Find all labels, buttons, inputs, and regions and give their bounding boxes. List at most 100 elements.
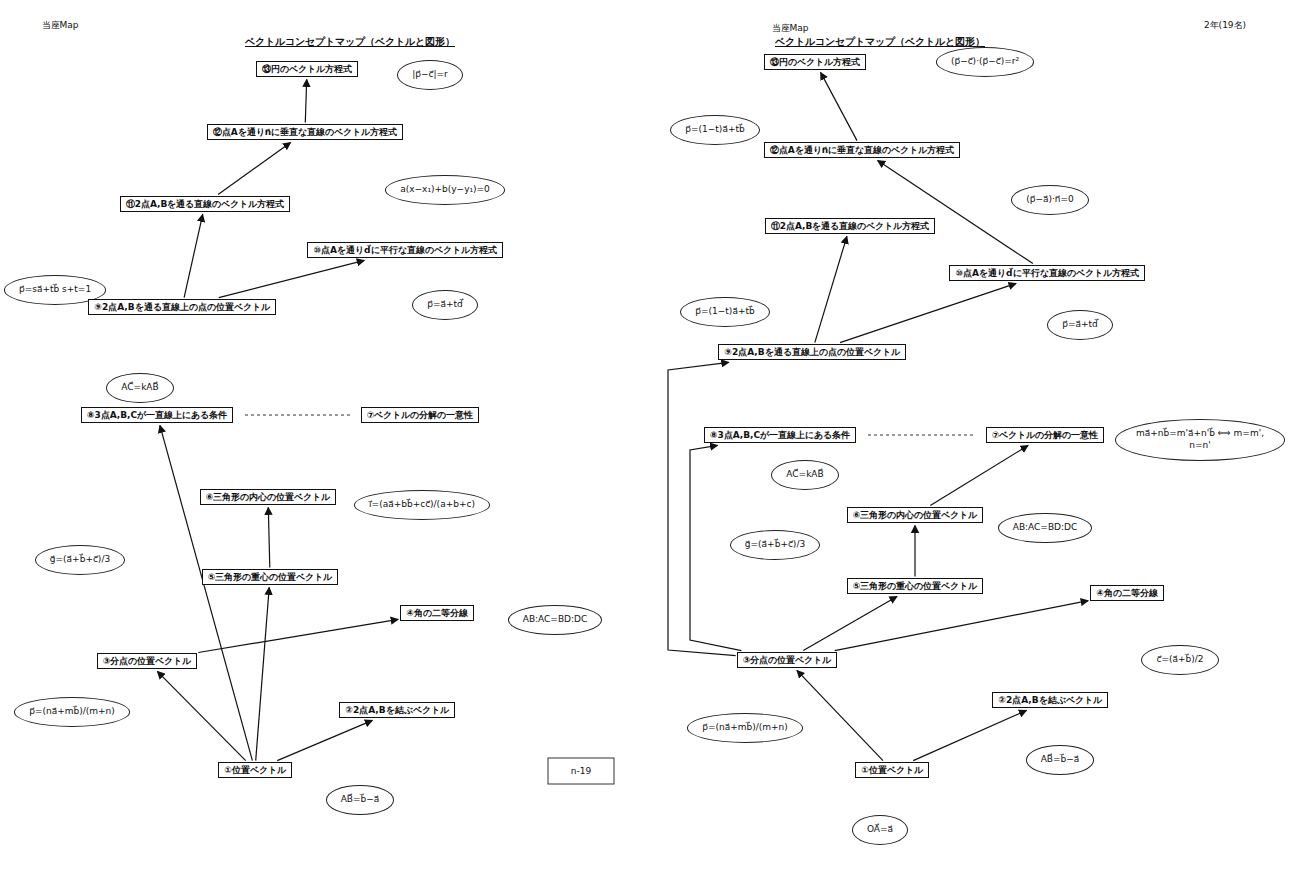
concept-box: ⑫点Aを通りn⃗に垂直な直線のベクトル方程式 bbox=[207, 124, 403, 141]
concept-box: ④角の二等分線 bbox=[400, 605, 474, 622]
concept-label: ②2点A,Bを結ぶベクトル bbox=[998, 695, 1101, 706]
formula-text: (p⃗−c⃗)·(p⃗−c⃗)=r² bbox=[951, 56, 1019, 68]
formula-text: p⃗=(na⃗+mb⃗)/(m+n) bbox=[29, 706, 115, 718]
formula-text: OA⃗=a⃗ bbox=[867, 824, 893, 836]
concept-label: ④角の二等分線 bbox=[406, 608, 468, 619]
concept-box: ⑥三角形の内心の位置ベクトル bbox=[847, 507, 984, 524]
arrow-connector bbox=[930, 445, 1028, 505]
dashed-divider bbox=[868, 435, 975, 436]
concept-label: ④角の二等分線 bbox=[1096, 588, 1158, 599]
formula-text: p⃗=(na⃗+mb⃗)/(m+n) bbox=[702, 722, 788, 734]
arrow-connector bbox=[305, 79, 306, 122]
concept-box: ③分点の位置ベクトル bbox=[97, 653, 198, 670]
formula-bubble: (p⃗−a⃗)·n⃗=0 bbox=[1011, 185, 1089, 215]
arrow-connector bbox=[840, 283, 1016, 342]
arrow-connector bbox=[268, 507, 270, 567]
dashed-divider bbox=[245, 415, 350, 416]
concept-box: ②2点A,Bを結ぶベクトル bbox=[992, 692, 1107, 709]
formula-bubble: AB⃗=b⃗−a⃗ bbox=[1026, 745, 1095, 775]
arrow-connector bbox=[218, 142, 291, 194]
formula-bubble: AB:AC=BD:DC bbox=[998, 513, 1093, 543]
concept-label: ⑥三角形の内心の位置ベクトル bbox=[853, 510, 978, 521]
concept-label: ⑥三角形の内心の位置ベクトル bbox=[206, 492, 331, 503]
arrow-connector bbox=[198, 619, 398, 652]
map-title: ベクトルコンセプトマップ（ベクトルと図形） bbox=[775, 35, 985, 49]
formula-bubble: p⃗=(na⃗+mb⃗)/(m+n) bbox=[687, 713, 803, 743]
formula-text: p⃗=(1−t)a⃗+tb⃗ bbox=[685, 124, 744, 136]
concept-label: ⑪2点A,Bを通る直線のベクトル方程式 bbox=[126, 199, 285, 210]
formula-text: p⃗=sa⃗+tb⃗ s+t=1 bbox=[19, 284, 91, 296]
arrow-connector bbox=[803, 596, 897, 650]
formula-bubble: ma⃗+nb⃗=m'a⃗+n'b⃗ ⟺ m=m', n=n' bbox=[1115, 419, 1285, 460]
arrow-connector bbox=[184, 214, 203, 297]
concept-box: ⑬円のベクトル方程式 bbox=[256, 61, 358, 78]
class-note: 2年(19名) bbox=[1204, 19, 1246, 32]
concept-label: ⑫点Aを通りn⃗に垂直な直線のベクトル方程式 bbox=[770, 145, 954, 156]
formula-bubble: OA⃗=a⃗ bbox=[852, 815, 908, 845]
concept-box: ④角の二等分線 bbox=[1090, 585, 1164, 602]
formula-text: AB:AC=BD:DC bbox=[523, 614, 588, 626]
formula-text: AC⃗=kAB⃗ bbox=[121, 382, 158, 394]
concept-box: ⑤三角形の重心の位置ベクトル bbox=[202, 569, 339, 586]
arrow-connector bbox=[815, 236, 847, 342]
concept-box: ⑤三角形の重心の位置ベクトル bbox=[847, 578, 984, 595]
formula-bubble: |p⃗−c⃗|=r bbox=[397, 60, 463, 90]
arrow-connector bbox=[914, 525, 915, 576]
concept-box: ⑩点Aを通りd⃗に平行な直線のベクトル方程式 bbox=[307, 242, 502, 259]
formula-text: c⃗=(a⃗+b⃗)/2 bbox=[1156, 654, 1203, 666]
concept-label: ⑤三角形の重心の位置ベクトル bbox=[208, 572, 333, 583]
concept-box: ⑬円のベクトル方程式 bbox=[764, 54, 866, 71]
concept-label: ②2点A,Bを結ぶベクトル bbox=[345, 705, 448, 716]
arrow-connector bbox=[878, 160, 1033, 263]
concept-label: ⑨2点A,Bを通る直線上の点の位置ベクトル bbox=[724, 347, 899, 358]
formula-text: g⃗=(a⃗+b⃗+c⃗)/3 bbox=[745, 539, 805, 551]
arrow-connector bbox=[256, 587, 270, 760]
formula-text: g⃗=(a⃗+b⃗+c⃗)/3 bbox=[50, 554, 110, 566]
formula-text: i⃗=(aa⃗+bb⃗+cc⃗)/(a+b+c) bbox=[369, 499, 475, 511]
arrow-connector bbox=[797, 670, 883, 760]
formula-bubble: AC⃗=kAB⃗ bbox=[771, 460, 838, 490]
concept-box: ③分点の位置ベクトル bbox=[737, 652, 838, 669]
formula-bubble: AB:AC=BD:DC bbox=[508, 605, 603, 635]
formula-text: AB⃗=b⃗−a⃗ bbox=[341, 794, 380, 806]
concept-box: ⑨2点A,Bを通る直線上の点の位置ベクトル bbox=[88, 299, 275, 316]
hand-note: 当座Map bbox=[42, 19, 79, 32]
concept-label: ⑩点Aを通りd⃗に平行な直線のベクトル方程式 bbox=[313, 245, 496, 256]
concept-label: ⑦ベクトルの分解の一意性 bbox=[992, 430, 1099, 441]
formula-text: p⃗=a⃗+td⃗ bbox=[1062, 319, 1098, 331]
formula-bubble: i⃗=(aa⃗+bb⃗+cc⃗)/(a+b+c) bbox=[354, 490, 490, 520]
concept-box: ⑥三角形の内心の位置ベクトル bbox=[200, 489, 337, 506]
arrow-connector bbox=[913, 710, 1026, 760]
concept-box: ⑧3点A,B,Cが一直線上にある条件 bbox=[81, 407, 233, 424]
concept-box: ⑦ベクトルの分解の一意性 bbox=[361, 407, 480, 424]
concept-box: ⑧3点A,B,Cが一直線上にある条件 bbox=[704, 427, 856, 444]
formula-text: p⃗=(1−t)a⃗+tb⃗ bbox=[695, 306, 754, 318]
concept-label: ⑧3点A,B,Cが一直線上にある条件 bbox=[87, 410, 227, 421]
formula-text: AB⃗=b⃗−a⃗ bbox=[1041, 754, 1080, 766]
concept-box: ⑪2点A,Bを通る直線のベクトル方程式 bbox=[765, 218, 936, 235]
arrow-connector bbox=[157, 671, 245, 760]
arrow-connector bbox=[160, 425, 253, 760]
concept-label: ⑨2点A,Bを通る直線上の点の位置ベクトル bbox=[94, 302, 269, 313]
concept-label: ⑫点Aを通りn⃗に垂直な直線のベクトル方程式 bbox=[213, 127, 397, 138]
concept-box: ①位置ベクトル bbox=[855, 762, 929, 779]
arrow-connector bbox=[821, 72, 857, 140]
concept-box: ①位置ベクトル bbox=[218, 762, 292, 779]
concept-label: ⑬円のベクトル方程式 bbox=[770, 57, 860, 68]
concept-label: ①位置ベクトル bbox=[861, 765, 923, 776]
formula-bubble: (p⃗−c⃗)·(p⃗−c⃗)=r² bbox=[936, 47, 1034, 77]
formula-text: p⃗=a⃗+td⃗ bbox=[427, 299, 463, 311]
formula-bubble: p⃗=a⃗+td⃗ bbox=[1047, 310, 1113, 340]
formula-text: |p⃗−c⃗|=r bbox=[412, 69, 448, 81]
formula-text: ma⃗+nb⃗=m'a⃗+n'b⃗ ⟺ m=m', n=n' bbox=[1130, 428, 1270, 451]
concept-box: ②2点A,Bを結ぶベクトル bbox=[339, 702, 454, 719]
formula-bubble: AC⃗=kAB⃗ bbox=[106, 373, 173, 403]
concept-box: ⑫点Aを通りn⃗に垂直な直線のベクトル方程式 bbox=[764, 142, 960, 159]
arrow-connector bbox=[668, 362, 736, 655]
concept-label: ③分点の位置ベクトル bbox=[103, 656, 192, 667]
formula-bubble: c⃗=(a⃗+b⃗)/2 bbox=[1141, 645, 1218, 675]
formula-text: a(x−x₁)+b(y−y₁)=0 bbox=[400, 184, 490, 196]
formula-text: (p⃗−a⃗)·n⃗=0 bbox=[1026, 194, 1074, 206]
formula-bubble: p⃗=a⃗+td⃗ bbox=[412, 290, 478, 320]
concept-box: ⑦ベクトルの分解の一意性 bbox=[986, 427, 1105, 444]
